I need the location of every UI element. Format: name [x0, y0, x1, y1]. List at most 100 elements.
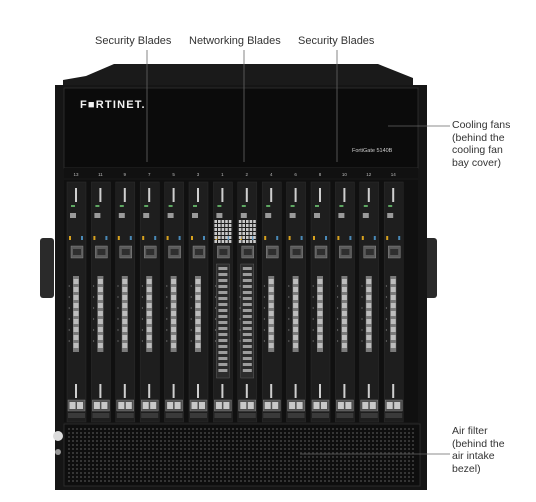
grille-hole	[268, 456, 270, 458]
grille-hole	[284, 448, 286, 450]
grille-hole	[80, 464, 82, 466]
grille-hole	[400, 432, 402, 434]
grille-hole	[216, 456, 218, 458]
grille-hole	[308, 480, 310, 482]
grille-hole	[272, 432, 274, 434]
grille-hole	[336, 456, 338, 458]
grille-hole	[224, 440, 226, 442]
grille-hole	[268, 468, 270, 470]
grille-hole	[412, 448, 414, 450]
grille-hole	[228, 480, 230, 482]
grille-hole	[128, 472, 130, 474]
grille-hole	[356, 436, 358, 438]
grille-hole	[92, 452, 94, 454]
grille-hole	[388, 440, 390, 442]
grille-hole	[324, 440, 326, 442]
grille-hole	[344, 468, 346, 470]
grille-hole	[236, 452, 238, 454]
grille-hole	[188, 460, 190, 462]
grille-hole	[404, 444, 406, 446]
grille-hole	[116, 452, 118, 454]
grille-hole	[412, 432, 414, 434]
grille-hole	[320, 472, 322, 474]
grille-hole	[304, 460, 306, 462]
grille-hole	[224, 456, 226, 458]
grille-hole	[292, 456, 294, 458]
grille-hole	[216, 428, 218, 430]
grille-hole	[160, 436, 162, 438]
grille-hole	[108, 444, 110, 446]
grille-hole	[104, 472, 106, 474]
grille-hole	[80, 468, 82, 470]
grille-hole	[184, 448, 186, 450]
grille-hole	[76, 476, 78, 478]
grille-hole	[248, 428, 250, 430]
grille-hole	[232, 472, 234, 474]
grille-hole	[220, 428, 222, 430]
grille-hole	[316, 476, 318, 478]
grille-hole	[136, 476, 138, 478]
grille-hole	[184, 480, 186, 482]
grille-hole	[140, 476, 142, 478]
grille-hole	[288, 456, 290, 458]
grille-hole	[180, 456, 182, 458]
air-filter-line-1: Air filter	[452, 425, 488, 437]
grille-hole	[336, 464, 338, 466]
grille-hole	[344, 456, 346, 458]
grille-hole	[108, 476, 110, 478]
grille-hole	[236, 428, 238, 430]
grille-hole	[180, 452, 182, 454]
grille-hole	[108, 460, 110, 462]
grille-hole	[360, 468, 362, 470]
grille-hole	[244, 464, 246, 466]
grille-hole	[376, 428, 378, 430]
grille-hole	[224, 444, 226, 446]
grille-hole	[264, 432, 266, 434]
grille-hole	[288, 472, 290, 474]
grille-hole	[360, 464, 362, 466]
grille-hole	[128, 480, 130, 482]
grille-hole	[408, 440, 410, 442]
grille-hole	[88, 436, 90, 438]
grille-hole	[296, 452, 298, 454]
grille-hole	[304, 452, 306, 454]
grille-hole	[128, 436, 130, 438]
grille-hole	[116, 440, 118, 442]
grille-hole	[340, 448, 342, 450]
grille-hole	[200, 476, 202, 478]
grille-hole	[316, 432, 318, 434]
grille-hole	[208, 472, 210, 474]
grille-hole	[180, 436, 182, 438]
slot-number: 3	[197, 172, 200, 177]
grille-hole	[200, 480, 202, 482]
grille-hole	[412, 472, 414, 474]
grille-hole	[384, 432, 386, 434]
grille-hole	[112, 440, 114, 442]
grille-hole	[172, 448, 174, 450]
grille-hole	[136, 456, 138, 458]
grille-hole	[200, 428, 202, 430]
grille-hole	[120, 460, 122, 462]
grille-hole	[196, 436, 198, 438]
grille-hole	[380, 452, 382, 454]
grille-hole	[408, 460, 410, 462]
grille-hole	[204, 452, 206, 454]
grille-hole	[240, 464, 242, 466]
grille-hole	[348, 472, 350, 474]
grille-hole	[316, 460, 318, 462]
grille-hole	[332, 476, 334, 478]
grille-hole	[356, 468, 358, 470]
grille-hole	[292, 464, 294, 466]
grille-hole	[288, 476, 290, 478]
grille-hole	[120, 440, 122, 442]
grille-hole	[148, 464, 150, 466]
grille-hole	[80, 432, 82, 434]
grille-hole	[144, 476, 146, 478]
grille-hole	[244, 448, 246, 450]
grille-hole	[404, 452, 406, 454]
grille-hole	[372, 472, 374, 474]
grille-hole	[132, 476, 134, 478]
grille-hole	[344, 472, 346, 474]
model-label: FortiGate 5140B	[352, 148, 393, 154]
grille-hole	[352, 448, 354, 450]
